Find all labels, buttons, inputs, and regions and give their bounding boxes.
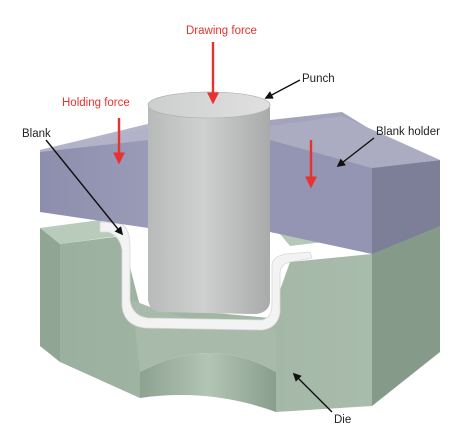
holding-force-label: Holding force <box>62 97 130 109</box>
punch-top-face <box>147 91 271 119</box>
blank-leader <box>45 139 124 236</box>
holder-top <box>40 128 148 152</box>
holder-front-right <box>270 140 372 254</box>
punch-body-front <box>148 118 270 314</box>
blank-holder-label: Blank holder <box>376 126 440 138</box>
die-right-side <box>372 226 440 406</box>
die-left-front <box>40 228 60 362</box>
blank-holder-leader <box>336 137 375 168</box>
drawing-force-label: Drawing force <box>186 25 257 37</box>
holder-top-right-plane <box>270 116 440 168</box>
holder-side-right <box>372 160 440 254</box>
die-leader <box>292 372 333 413</box>
punch-label: Punch <box>302 73 335 85</box>
die-left-top <box>40 220 118 244</box>
blank-label: Blank <box>22 128 51 140</box>
punch-leader <box>264 79 301 99</box>
die-label: Die <box>334 414 351 426</box>
die-cavity-wall <box>140 353 276 412</box>
holder-top-left-face <box>40 124 148 150</box>
